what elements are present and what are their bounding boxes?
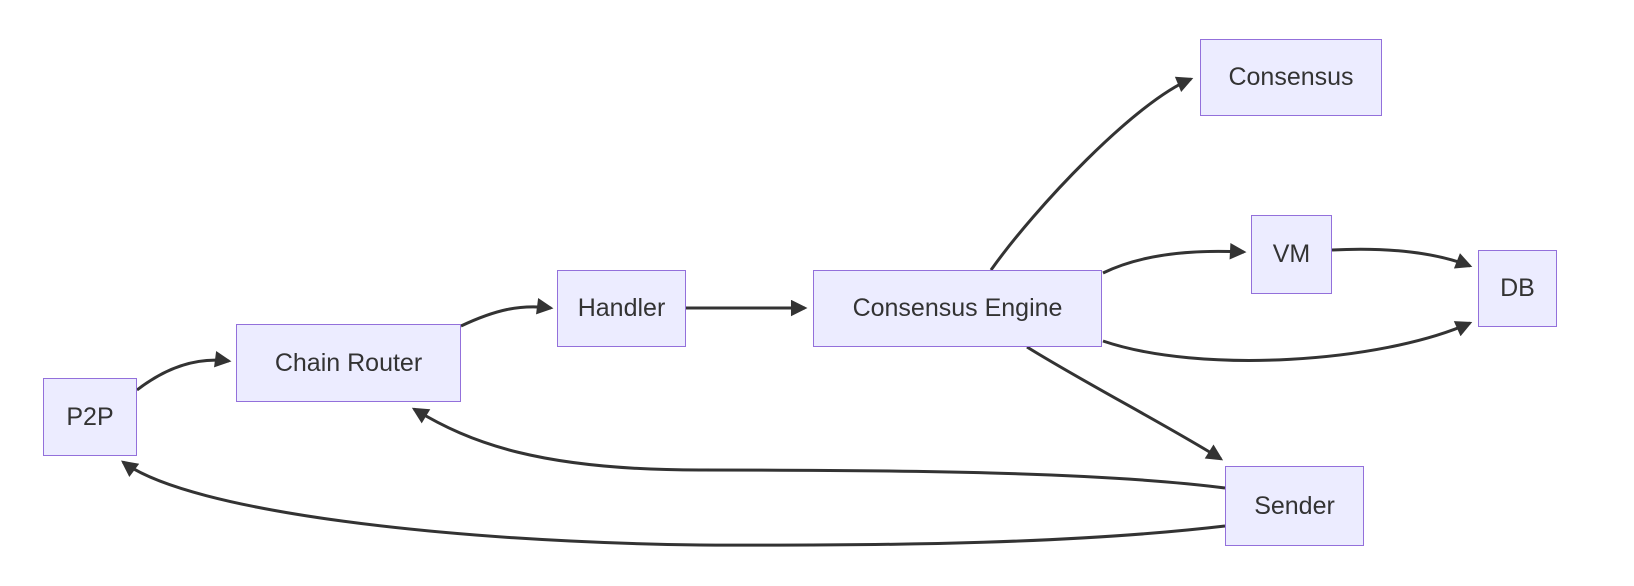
edge-sender-to-p2p (121, 460, 1226, 547)
node-sender-label: Sender (1254, 491, 1335, 520)
node-sender: Sender (1225, 466, 1364, 546)
edge-sender-to-chain-router (411, 407, 1226, 490)
node-chain-router-label: Chain Router (274, 348, 423, 377)
node-chain-router: Chain Router (236, 324, 461, 402)
node-vm: VM (1251, 215, 1332, 294)
edge-chain-router-to-handler (460, 298, 554, 328)
edge-consensus-engine-to-vm (1102, 243, 1247, 275)
node-handler: Handler (557, 270, 686, 347)
edge-p2p-to-chain-router (136, 351, 232, 392)
edge-consensus-engine-to-sender (1026, 345, 1224, 461)
node-consensus-engine: Consensus Engine (813, 270, 1102, 347)
node-handler-label: Handler (577, 294, 666, 322)
node-p2p-label: P2P (66, 402, 114, 431)
edge-vm-to-db (1331, 247, 1473, 269)
node-vm-label: VM (1272, 240, 1311, 268)
node-db-label: DB (1500, 274, 1535, 302)
edge-consensus-engine-to-db (1102, 321, 1473, 362)
node-p2p: P2P (43, 378, 137, 456)
node-consensus: Consensus (1200, 39, 1382, 116)
edge-consensus-engine-to-consensus (989, 76, 1194, 271)
node-db: DB (1478, 250, 1557, 327)
node-consensus-engine-label: Consensus Engine (852, 294, 1063, 322)
node-consensus-label: Consensus (1228, 63, 1354, 91)
